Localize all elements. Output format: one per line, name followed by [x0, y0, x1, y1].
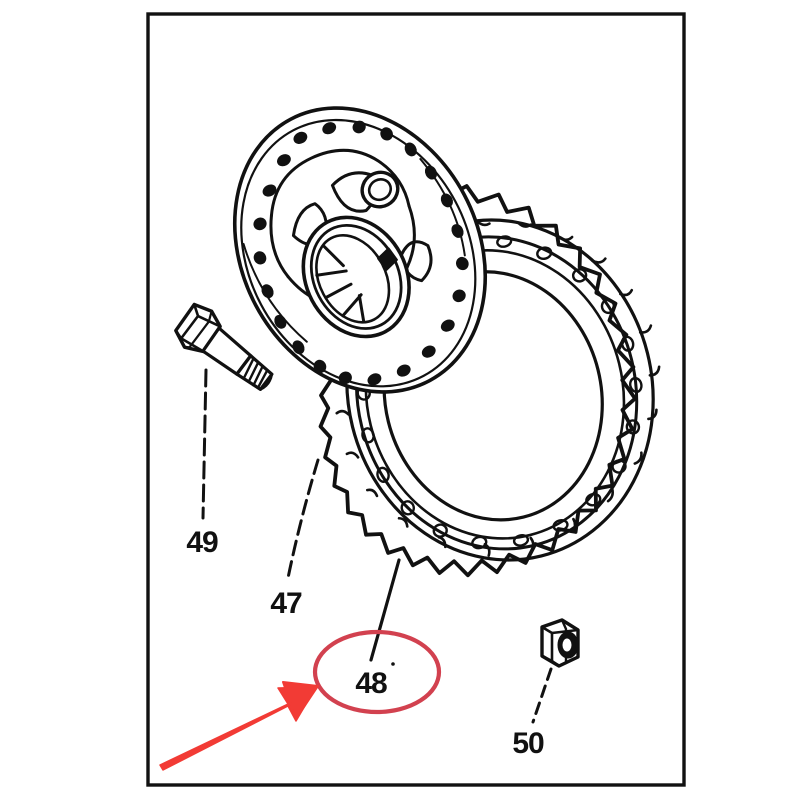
callout-label-49: 49 — [186, 526, 218, 559]
leader-48 — [369, 558, 401, 662]
callout-label-47: 47 — [270, 587, 302, 620]
hub-rim-shading — [242, 158, 466, 343]
callout-label-50: 50 — [512, 727, 544, 760]
part-bolt-49 — [174, 302, 274, 391]
callout-label-48: 48 — [355, 667, 387, 700]
leader-47 — [286, 458, 320, 580]
diagram-border — [146, 12, 686, 787]
sprocket-tooth-roots — [335, 219, 661, 557]
callout-labels: 49 47 48 50 — [186, 526, 545, 760]
part-hub-plate-47 — [232, 106, 488, 394]
leader-49 — [201, 368, 208, 520]
callout-leader-lines — [201, 368, 553, 724]
hub-pilot-hole — [360, 170, 400, 209]
ink-speck — [391, 662, 395, 666]
annotation-arrow — [159, 681, 319, 771]
highlight-ellipse — [312, 629, 442, 715]
leader-50 — [531, 667, 553, 724]
hub-center-bore — [301, 215, 411, 339]
part-nut-50 — [540, 618, 580, 668]
